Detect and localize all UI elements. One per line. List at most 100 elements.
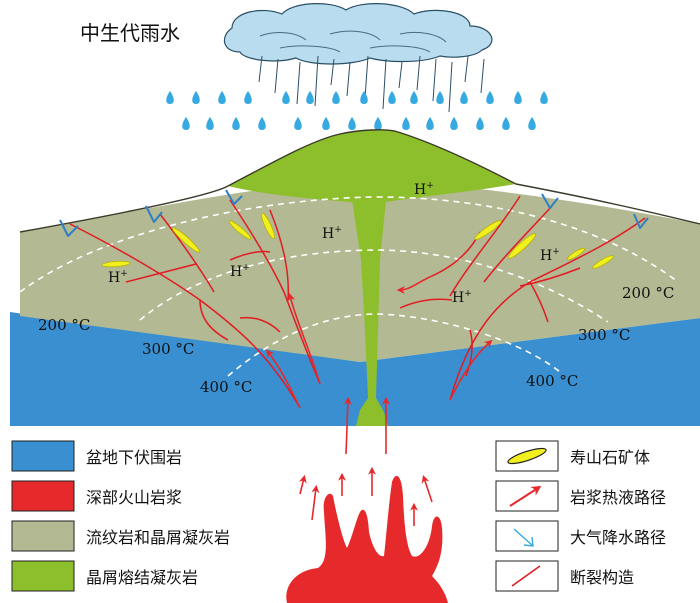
hplus-3: H+ (322, 225, 342, 242)
legend-swatch-welded-tuff (11, 560, 75, 592)
fault-left-4 (269, 209, 290, 301)
rain-streak (346, 61, 351, 97)
legend-item-magma-path: 岩浆热液路径 (495, 480, 666, 512)
orebody-7 (567, 247, 585, 261)
fault-left-7 (239, 316, 281, 333)
raindrop (192, 91, 200, 104)
raindrop (348, 117, 356, 130)
rain-drops (166, 91, 548, 130)
temp-label-200-right: 200 °C (622, 284, 674, 302)
legend-label-welded-tuff: 晶屑熔结凝灰岩 (86, 568, 198, 587)
hplus-6: H+ (452, 289, 472, 306)
meteoric-water-arrows (59, 189, 649, 237)
orebody-6 (508, 233, 536, 259)
isotherm-300 (139, 249, 609, 323)
magma-arrow-12 (396, 275, 433, 294)
rain-streaks (258, 55, 485, 113)
legend-left: 盆地下伏围岩 深部火山岩浆 流纹岩和晶屑凝灰岩 晶屑熔结凝灰岩 (11, 440, 230, 592)
isotherm-400 (227, 313, 561, 377)
orebody-4 (261, 212, 275, 240)
magma-arrow-11 (449, 339, 493, 401)
legend-swatch-rhyolite (11, 520, 75, 552)
legend-swatch-magma (11, 480, 75, 512)
raindrop (426, 117, 434, 130)
legend-right: 寿山石矿体 岩浆热液路径 大气降水路径 断裂构造 (495, 440, 666, 592)
temp-label-400-left: 400 °C (200, 378, 252, 396)
magma-arrow-6 (421, 474, 433, 503)
raindrop (306, 91, 314, 104)
raindrop (322, 117, 330, 130)
raindrop (258, 117, 266, 130)
raindrop (450, 117, 458, 130)
rain-streak (330, 58, 335, 86)
raindrop (166, 91, 174, 104)
meteoric-arrow-2 (145, 205, 163, 223)
rain-streak (480, 58, 485, 94)
legend-label-rhyolite: 流纹岩和晶屑凝灰岩 (86, 528, 230, 547)
legend-swatch-basement (11, 440, 75, 472)
fault-right-5 (399, 298, 453, 309)
isotherms (19, 196, 679, 377)
rain-streak (258, 55, 263, 83)
blue-arrow-icon (513, 528, 534, 547)
raindrop (514, 91, 522, 104)
raindrop (374, 117, 382, 130)
orebody-5 (474, 220, 502, 240)
hplus-1: H+ (108, 269, 128, 286)
rain-streak (314, 55, 319, 107)
legend-label-magma-path: 岩浆热液路径 (570, 488, 666, 507)
raindrop (244, 91, 252, 104)
fault-left-3 (229, 199, 321, 385)
red-arrow-icon (509, 485, 542, 507)
magma-arrow-10 (287, 292, 321, 385)
raindrop (460, 91, 468, 104)
rain-streak (398, 61, 403, 89)
legend-label-fault: 断裂构造 (570, 568, 634, 587)
rain-streak (382, 58, 387, 110)
section-outline (19, 129, 700, 233)
meteoric-arrow-4 (541, 193, 559, 209)
raindrop (402, 117, 410, 130)
deep-magma-body (286, 475, 448, 603)
raindrop (282, 91, 290, 104)
orebodies (101, 212, 614, 269)
fault-left-5 (125, 263, 197, 283)
fault-line-icon (511, 565, 541, 587)
magmatic-fluid-arrows (266, 275, 493, 526)
raindrop (232, 117, 240, 130)
fault-left-6 (199, 299, 229, 341)
rain-streak (464, 55, 469, 83)
fault-right-7 (465, 329, 473, 377)
legend-label-meteoric-path: 大气降水路径 (570, 528, 666, 547)
fault-left-2 (159, 213, 215, 293)
legend-item-welded-tuff: 晶屑熔结凝灰岩 (11, 560, 198, 592)
orebody-8 (592, 255, 614, 269)
orebody-1 (101, 260, 131, 268)
rain-label: 中生代雨水 (80, 21, 180, 45)
raindrop (360, 91, 368, 104)
temp-label-300-right: 300 °C (578, 326, 630, 344)
raindrop (528, 117, 536, 130)
orebody-icon (507, 447, 547, 465)
rain-streak (432, 58, 437, 102)
temperature-labels: 200 °C 200 °C 300 °C 300 °C 400 °C 400 °… (38, 284, 674, 396)
rain-streak (296, 61, 301, 105)
raindrop (218, 91, 226, 104)
hplus-labels: H+ H+ H+ H+ H+ H+ (108, 181, 560, 306)
legend-item-meteoric-path: 大气降水路径 (495, 520, 666, 552)
fault-network (69, 195, 646, 409)
fault-right-2 (483, 205, 553, 283)
raindrop (410, 91, 418, 104)
fault-right-6 (519, 267, 581, 287)
legend-item-rhyolite: 流纹岩和晶屑凝灰岩 (11, 520, 230, 552)
orebody-3 (228, 220, 252, 240)
magma-arrow-1 (298, 474, 307, 495)
raindrop (540, 91, 548, 104)
isotherm-200 (19, 196, 679, 293)
legend-label-basement: 盆地下伏围岩 (86, 448, 182, 467)
basement-layer (10, 312, 700, 426)
hplus-4: H+ (414, 181, 434, 198)
magma-arrow-2 (311, 484, 320, 521)
raindrop (476, 117, 484, 130)
